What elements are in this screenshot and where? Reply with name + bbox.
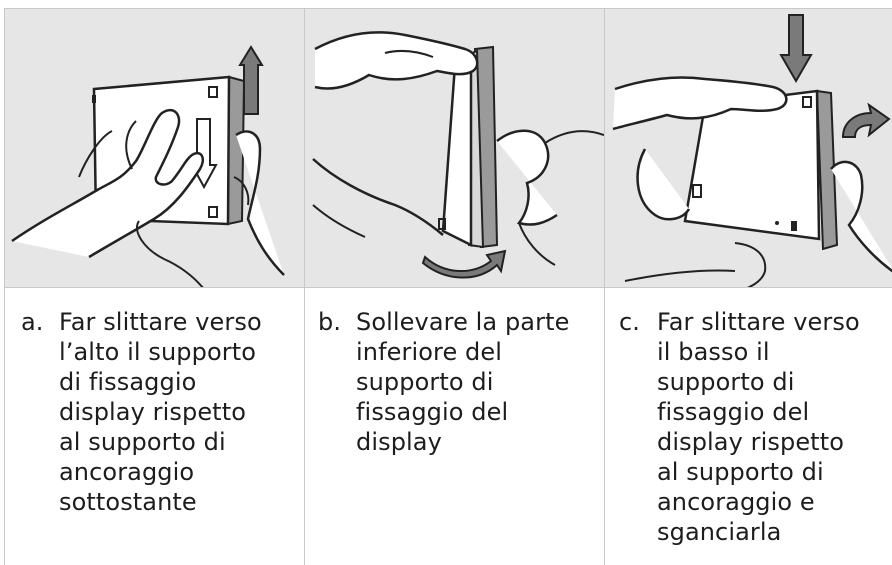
rotate-arrow-icon (841, 102, 891, 138)
arrow-down-icon (779, 14, 813, 84)
illustration-step-c (605, 8, 892, 288)
step-letter: a. (21, 308, 44, 336)
step-description: Far slittare verso l’alto il supporto di… (59, 308, 262, 516)
rotate-arrow-icon (421, 249, 507, 279)
arrow-up-icon (238, 45, 264, 115)
slide-down-illustration (612, 14, 892, 287)
column-divider (4, 8, 5, 565)
step-letter: c. (619, 308, 641, 336)
illustration-step-a (4, 8, 304, 288)
column-divider (304, 8, 305, 565)
step-letter: b. (318, 308, 342, 336)
step-description: Far slittare verso il basso il supporto … (657, 308, 860, 546)
step-description: Sollevare la parte inferiore del support… (356, 308, 570, 456)
illustration-step-b (305, 8, 604, 288)
instruction-table: a. Far slittare verso l’alto il supporto… (4, 0, 892, 565)
column-divider (604, 8, 605, 565)
slide-up-illustration (11, 45, 285, 287)
lift-bottom-illustration (312, 31, 604, 279)
